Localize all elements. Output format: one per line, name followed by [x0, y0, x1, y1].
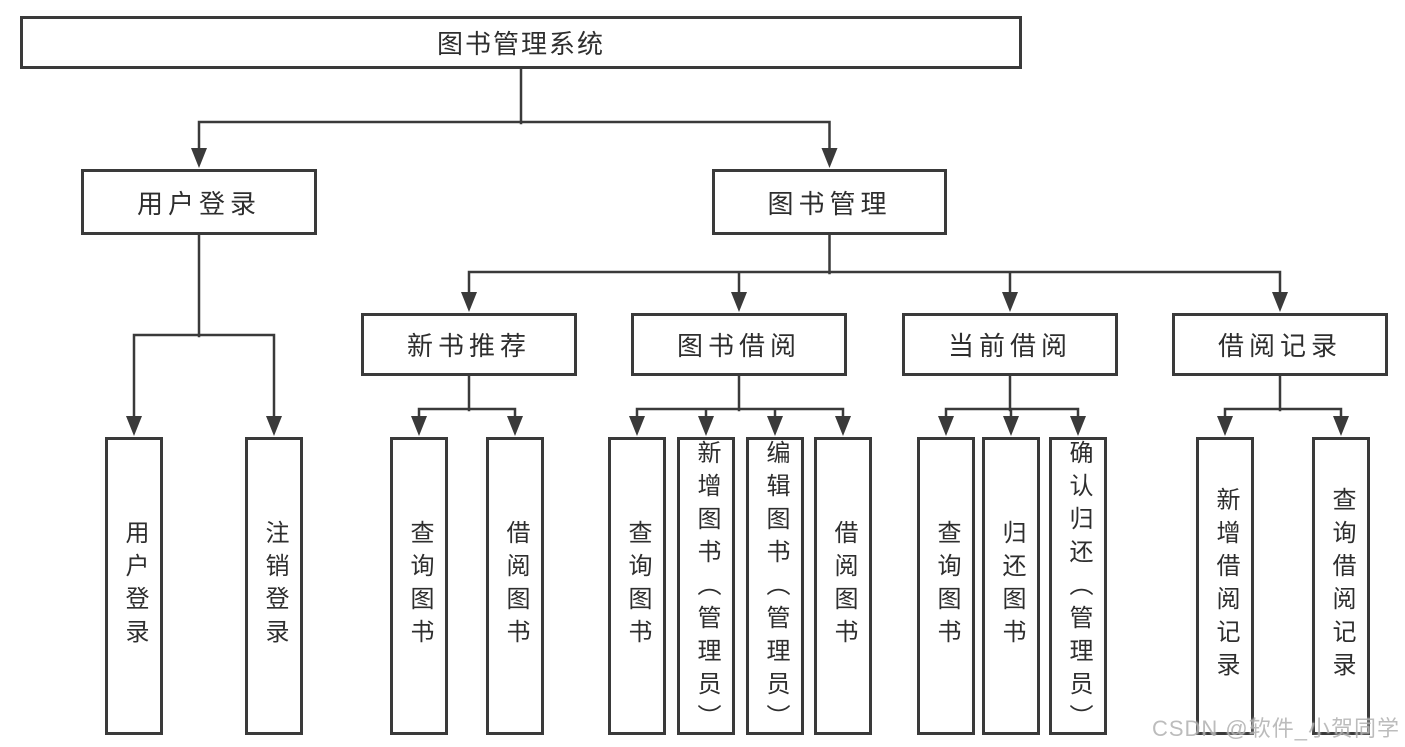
leaf-return-books: 归还图书 — [982, 437, 1040, 735]
arrowhead-leaf-user-login — [126, 416, 142, 436]
node-book-management: 图书管理 — [712, 169, 947, 235]
arrowhead-user-login — [191, 148, 207, 168]
leaf-edit-book-admin: 编辑图书（管理员） — [746, 437, 804, 737]
node-current-borrowing: 当前借阅 — [902, 313, 1118, 376]
connector-borrow-records-children — [1223, 374, 1343, 420]
arrowhead-new-book-recommend — [461, 292, 477, 312]
leaf-query-books-1: 查询图书 — [390, 437, 448, 735]
leaf-add-borrow-record: 新增借阅记录 — [1196, 437, 1254, 735]
arrowhead-borrow-records — [1272, 292, 1288, 312]
leaf-borrow-books-1: 借阅图书 — [486, 437, 544, 735]
leaf-user-login: 用户登录 — [105, 437, 163, 735]
csdn-watermark: CSDN @软件_小贺同学 — [1151, 716, 1400, 741]
node-book-borrowing: 图书借阅 — [631, 313, 847, 376]
arrowhead-leaf-edit-book — [767, 416, 783, 436]
leaf-confirm-return-admin: 确认归还（管理员） — [1049, 437, 1107, 737]
arrowhead-book-borrowing — [731, 292, 747, 312]
leaf-borrow-books-2: 借阅图书 — [814, 437, 872, 735]
leaf-logout: 注销登录 — [245, 437, 303, 735]
arrowhead-leaf-borrow-books-1 — [507, 416, 523, 436]
connector-book-borrowing-children — [635, 374, 845, 420]
arrowhead-book-management — [821, 148, 838, 168]
arrowhead-leaf-query-books-3 — [938, 416, 954, 436]
arrowhead-leaf-add-book — [698, 416, 714, 436]
arrowhead-leaf-query-borrow-record — [1333, 416, 1349, 436]
connector-user-login-children — [132, 233, 276, 420]
arrowhead-current-borrowing — [1002, 292, 1018, 312]
node-new-book-recommend: 新书推荐 — [361, 313, 577, 376]
arrowhead-leaf-return-books — [1003, 416, 1019, 436]
leaf-query-borrow-record: 查询借阅记录 — [1312, 437, 1370, 735]
arrowhead-leaf-query-books-2 — [629, 416, 645, 436]
leaf-query-books-2: 查询图书 — [608, 437, 666, 735]
arrowhead-leaf-borrow-books-2 — [835, 416, 851, 436]
node-user-login: 用户登录 — [81, 169, 317, 235]
arrowhead-leaf-confirm-return — [1070, 416, 1086, 436]
arrowhead-leaf-add-borrow-record — [1217, 416, 1233, 436]
connector-new-book-recommend-children — [417, 374, 517, 420]
arrowhead-leaf-logout — [266, 416, 282, 436]
connector-current-borrowing-children — [944, 374, 1080, 420]
connector-book-management-children — [467, 232, 1282, 296]
arrowhead-leaf-query-books-1 — [411, 416, 427, 436]
leaf-query-books-3: 查询图书 — [917, 437, 975, 735]
node-library-management-system: 图书管理系统 — [20, 16, 1022, 69]
connector-root-to-level2 — [197, 67, 831, 152]
leaf-add-book-admin: 新增图书（管理员） — [677, 437, 735, 737]
node-borrow-records: 借阅记录 — [1172, 313, 1388, 376]
